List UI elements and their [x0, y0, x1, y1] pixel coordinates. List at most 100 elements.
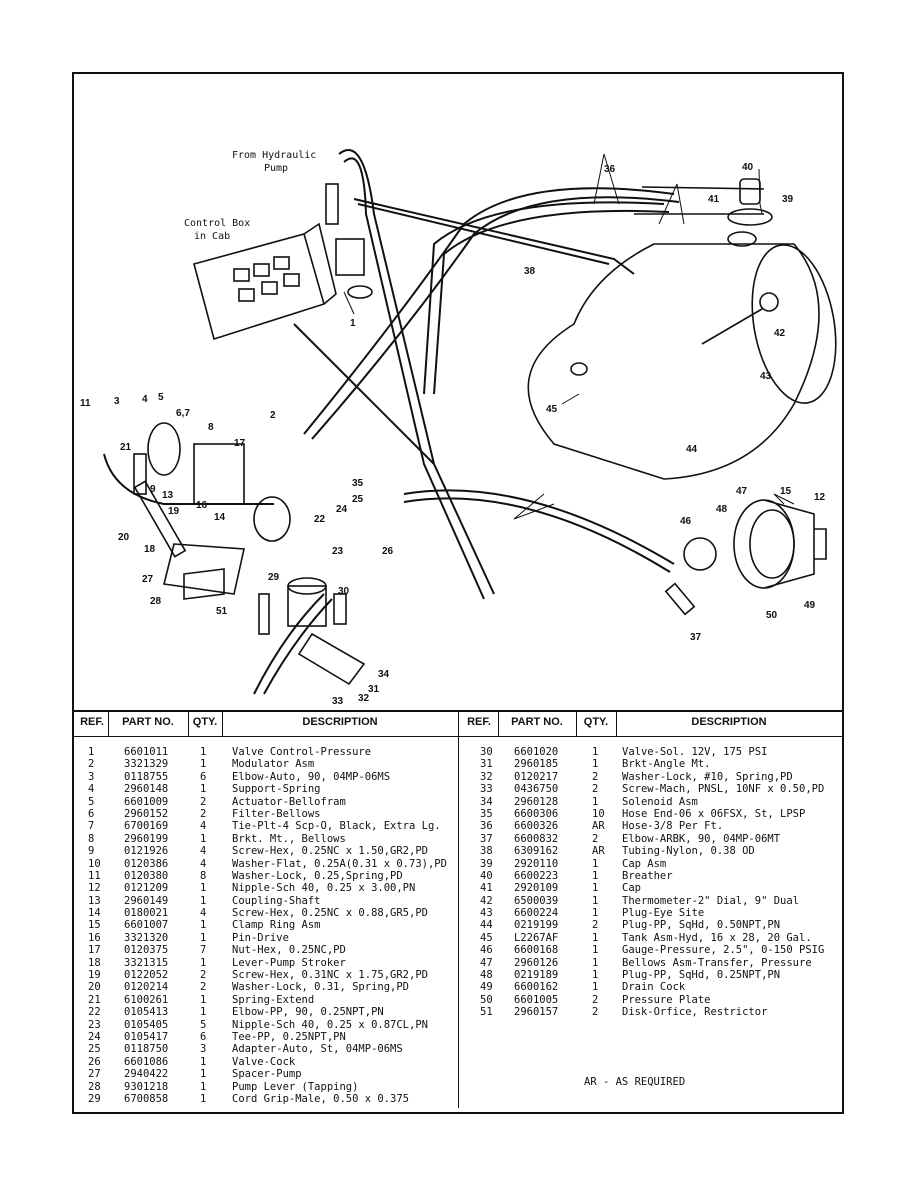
description-cell: Tank Asm-Hyd, 16 x 28, 20 Gal.	[622, 931, 812, 944]
qty-cell: 2	[592, 919, 599, 932]
description-cell: Gauge-Pressure, 2.5", 0-150 PSIG	[622, 944, 825, 957]
qty-cell: 1	[200, 758, 207, 771]
col-divider	[222, 710, 223, 736]
description-cell: Washer-Lock, #10, Spring,PD	[622, 770, 793, 783]
qty-cell: 4	[200, 845, 207, 858]
ref-cell: 14	[88, 907, 101, 920]
ref-cell: 33	[480, 783, 493, 796]
qty-cell: 1	[200, 993, 207, 1006]
ref-cell: 39	[480, 857, 493, 870]
part-number-cell: 6309162	[514, 845, 559, 858]
callout-25: 25	[352, 494, 364, 505]
ref-cell: 36	[480, 820, 493, 833]
part-number-cell: 2960128	[514, 795, 559, 808]
qty-cell: 4	[200, 907, 207, 920]
part-number-cell: 2920110	[514, 857, 559, 870]
description-cell: Modulator Asm	[232, 758, 315, 771]
description-cell: Nipple-Sch 40, 0.25 x 3.00,PN	[232, 882, 416, 895]
description-cell: Pressure Plate	[622, 993, 711, 1006]
qty-cell: 6	[200, 1030, 207, 1043]
qty-cell: 1	[592, 882, 599, 895]
callout-2: 2	[270, 410, 276, 421]
description-cell: Actuator-Bellofram	[232, 795, 346, 808]
description-cell: Screw-Mach, PNSL, 10NF x 0.50,PD	[622, 783, 825, 796]
label-line: Pump	[264, 163, 288, 174]
callout-8: 8	[208, 422, 214, 433]
qty-cell: 2	[592, 993, 599, 1006]
qty-cell: 1	[592, 758, 599, 771]
description-cell: Lever-Pump Stroker	[232, 956, 346, 969]
callout-50: 50	[766, 610, 778, 621]
ref-cell: 5	[88, 795, 95, 808]
part-number-cell: 0118755	[124, 770, 169, 783]
ref-cell: 10	[88, 857, 101, 870]
description-cell: Solenoid Asm	[622, 795, 698, 808]
ref-cell: 25	[88, 1043, 101, 1056]
part-number-cell: 0118750	[124, 1043, 169, 1056]
col-divider	[616, 710, 617, 736]
ref-cell: 42	[480, 894, 493, 907]
ref-cell: 47	[480, 956, 493, 969]
callout-27: 27	[142, 574, 154, 585]
part-number-cell: 2960199	[124, 832, 169, 845]
part-number-cell: 2960152	[124, 807, 169, 820]
qty-cell: 7	[200, 944, 207, 957]
callout-26: 26	[382, 546, 394, 557]
description-cell: Pin-Drive	[232, 931, 289, 944]
ref-cell: 45	[480, 931, 493, 944]
qty-cell: 2	[200, 795, 207, 808]
qty-cell: 1	[200, 931, 207, 944]
callout-42: 42	[774, 328, 786, 339]
table-center-divider	[458, 710, 459, 1108]
ref-cell: 28	[88, 1080, 101, 1093]
part-number-cell: 6601020	[514, 746, 559, 758]
part-number-cell: 2960157	[514, 1006, 559, 1019]
header-description: DESCRIPTION	[691, 716, 767, 728]
description-cell: Screw-Hex, 0.25NC x 0.88,GR5,PD	[232, 907, 428, 920]
ref-cell: 3	[88, 770, 95, 783]
leader-lines	[343, 153, 795, 520]
ref-cell: 27	[88, 1068, 101, 1081]
breather-cap	[727, 178, 773, 226]
ref-cell: 49	[480, 981, 493, 994]
description-cell: Filter-Bellows	[232, 807, 321, 820]
callout-17: 17	[234, 438, 246, 449]
hose-lines	[103, 149, 680, 695]
qty-cell: 1	[200, 894, 207, 907]
callout-6-7: 6,7	[176, 408, 190, 419]
ref-cell: 9	[88, 845, 95, 858]
callout-44: 44	[686, 444, 698, 455]
header-description: DESCRIPTION	[302, 716, 378, 728]
qty-cell: 1	[592, 944, 599, 957]
ref-cell: 37	[480, 832, 493, 845]
part-number-cell: 0105417	[124, 1030, 169, 1043]
qty-cell: 1	[592, 931, 599, 944]
page-frame	[72, 72, 844, 1114]
part-number-cell: 2960185	[514, 758, 559, 771]
part-number-cell: 0219199	[514, 919, 559, 932]
thermometer	[701, 292, 779, 345]
callout-40: 40	[742, 162, 754, 173]
part-number-cell: 6601007	[124, 919, 169, 932]
col-divider	[108, 710, 109, 736]
description-cell: Support-Spring	[232, 783, 321, 796]
qty-cell: 1	[200, 956, 207, 969]
part-number-cell: 0436750	[514, 783, 559, 796]
transfer-bellows	[733, 499, 827, 589]
